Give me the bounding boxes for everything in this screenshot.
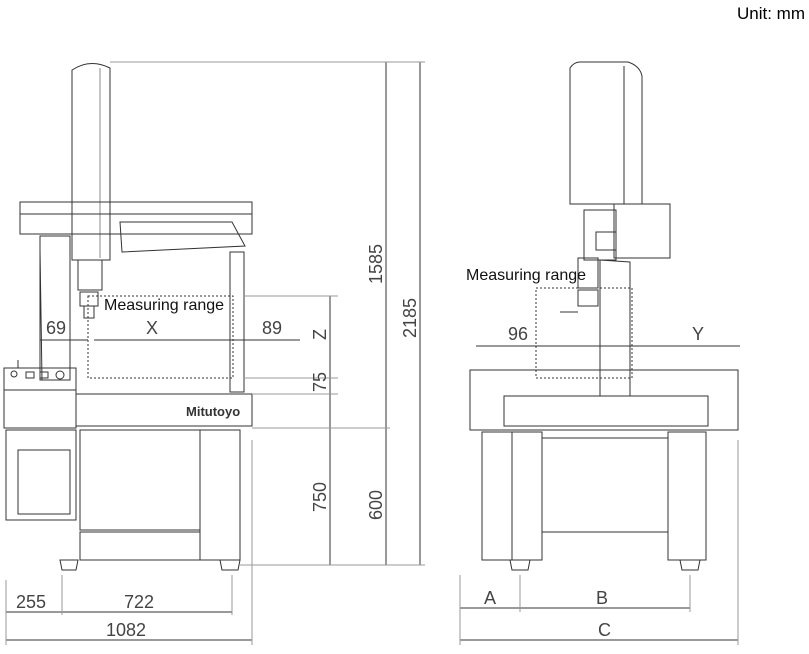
dim-b: B [596, 588, 608, 608]
dim-89: 89 [262, 318, 282, 338]
front-beam [19, 201, 253, 235]
dim-96: 96 [508, 324, 528, 344]
dim-722: 722 [124, 592, 154, 612]
side-measuring-box [535, 287, 633, 379]
side-table [469, 369, 739, 431]
front-measuring-range-label: Measuring range [104, 297, 224, 314]
dim-a: A [484, 588, 496, 608]
front-measuring-box [87, 295, 234, 379]
dim-y: Y [692, 324, 704, 344]
side-column [569, 61, 643, 205]
brand-logo: Mitutoyo [186, 404, 240, 419]
dim-255: 255 [16, 592, 46, 612]
side-view [459, 61, 740, 645]
dim-x: X [146, 318, 158, 338]
dim-1585: 1585 [366, 244, 386, 284]
dim-2185: 2185 [400, 298, 420, 338]
dim-600: 600 [366, 490, 386, 520]
unit-label: Unit: mm [737, 4, 805, 23]
front-view [3, 61, 425, 645]
dim-c: C [598, 620, 611, 640]
dim-1082: 1082 [106, 620, 146, 640]
dim-z: Z [310, 329, 330, 340]
dim-75: 75 [310, 372, 330, 392]
front-column [71, 63, 111, 261]
dim-69: 69 [46, 318, 66, 338]
side-measuring-range-label: Measuring range [466, 267, 586, 284]
dim-750: 750 [310, 482, 330, 512]
